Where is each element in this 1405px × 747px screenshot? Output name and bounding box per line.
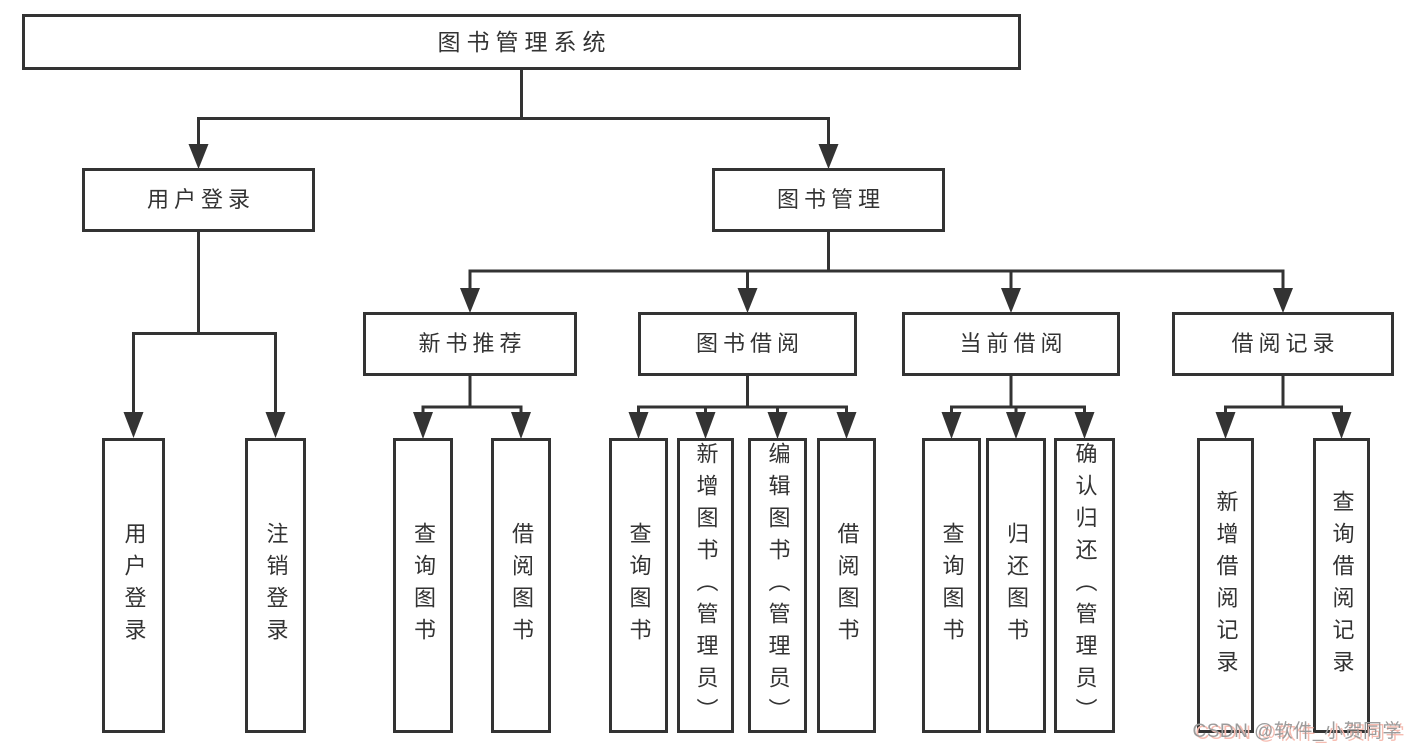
node-user-login: 用户登录 [82,168,315,232]
node-new-book-recommend: 新书推荐 [363,312,577,376]
node-user-login-label: 用户登录 [146,187,255,212]
node-root-label: 图书管理系统 [437,28,612,55]
node-root: 图书管理系统 [22,14,1021,70]
node-book-borrowing: 图书借阅 [638,312,857,376]
node-book-borrowing-label: 图书借阅 [695,331,804,356]
leaf-query-books-current: 查询图书 [922,438,981,733]
leaf-edit-books-admin: 编辑图书（管理员） [748,438,807,733]
leaf-add-borrow-record: 新增借阅记录 [1197,438,1254,733]
leaf-query-books-borrowing: 查询图书 [609,438,668,733]
leaf-query-borrow-record: 查询借阅记录 [1313,438,1370,733]
leaf-query-books-recommend: 查询图书 [393,438,453,733]
node-current-borrowing: 当前借阅 [902,312,1120,376]
leaf-logout-login: 注销登录 [245,438,306,733]
watermark: CSDN @软件_小贺同学 [1192,721,1402,742]
leaf-borrow-books-recommend: 借阅图书 [491,438,551,733]
node-book-management: 图书管理 [712,168,945,232]
leaf-user-login: 用户登录 [102,438,165,733]
leaf-return-books: 归还图书 [986,438,1046,733]
arrowhead-icons [123,144,1352,439]
node-borrowing-records-label: 借阅记录 [1231,331,1340,356]
leaf-confirm-return-admin: 确认归还（管理员） [1054,438,1115,733]
node-new-book-recommend-label: 新书推荐 [418,331,527,356]
leaf-borrow-books: 借阅图书 [817,438,876,733]
node-current-borrowing-label: 当前借阅 [959,331,1068,356]
node-book-management-label: 图书管理 [776,187,885,212]
node-borrowing-records: 借阅记录 [1172,312,1394,376]
leaf-add-books-admin: 新增图书（管理员） [677,438,734,733]
